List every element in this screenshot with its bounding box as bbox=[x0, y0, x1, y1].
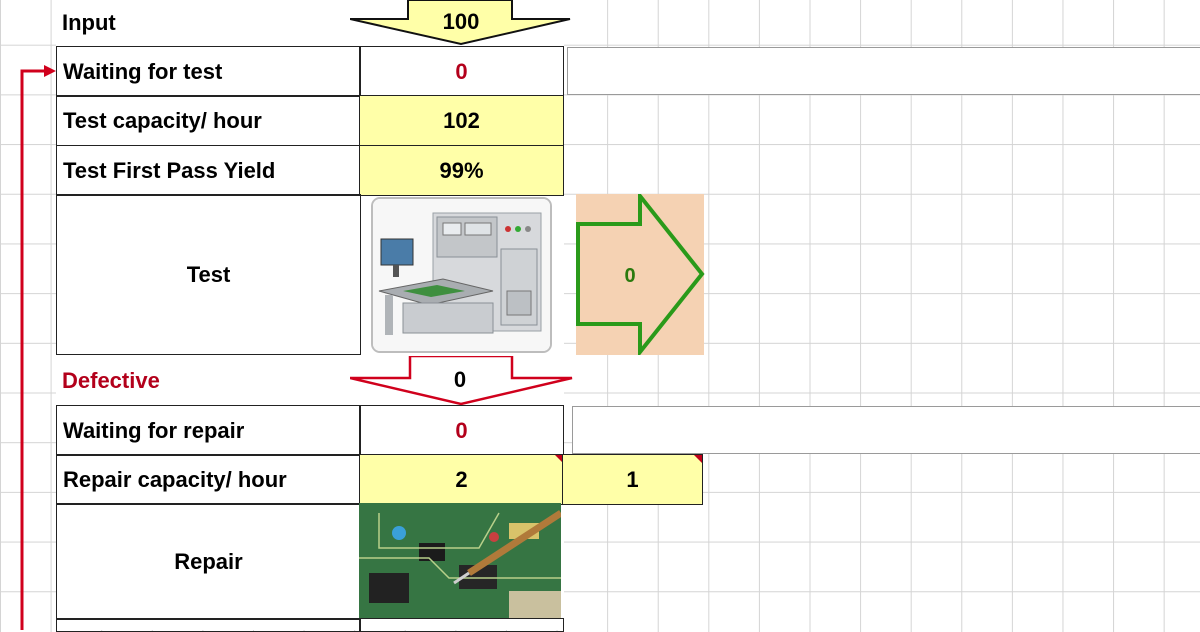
test-output-value: 0 bbox=[624, 264, 636, 287]
comment-indicator-icon[interactable] bbox=[694, 455, 702, 463]
defective-value: 0 bbox=[453, 367, 467, 392]
input-value[interactable]: 100 bbox=[442, 9, 480, 34]
waiting-for-test-queue-bar bbox=[567, 47, 1200, 95]
defective-label: Defective bbox=[62, 368, 160, 393]
test-machine-photo bbox=[371, 197, 552, 353]
comment-indicator-icon[interactable] bbox=[555, 455, 563, 463]
test-yield-label: Test First Pass Yield bbox=[56, 145, 361, 196]
repair-capacity-extra-input[interactable]: 1 bbox=[562, 454, 703, 505]
defective-arrow bbox=[350, 356, 573, 406]
waiting-for-repair-queue-bar bbox=[572, 406, 1200, 454]
test-output-arrow bbox=[576, 194, 705, 355]
waiting-for-test-label: Waiting for test bbox=[56, 46, 361, 97]
waiting-for-repair-value[interactable]: 0 bbox=[359, 405, 564, 456]
circuit-board-repair-photo bbox=[359, 503, 561, 618]
test-stage-label: Test bbox=[56, 194, 361, 355]
feedback-loop-arrow bbox=[20, 65, 56, 630]
repair-stage-label: Repair bbox=[56, 503, 361, 620]
repair-capacity-label: Repair capacity/ hour bbox=[56, 454, 361, 505]
input-label: Input bbox=[62, 10, 116, 35]
test-capacity-label: Test capacity/ hour bbox=[56, 95, 361, 146]
input-arrow bbox=[350, 0, 571, 46]
repair-capacity-input[interactable]: 2 bbox=[359, 454, 564, 505]
waiting-for-repair-label: Waiting for repair bbox=[56, 405, 361, 456]
test-yield-input[interactable]: 99% bbox=[359, 145, 564, 196]
test-capacity-input[interactable]: 102 bbox=[359, 95, 564, 146]
waiting-for-test-value[interactable]: 0 bbox=[359, 46, 564, 97]
